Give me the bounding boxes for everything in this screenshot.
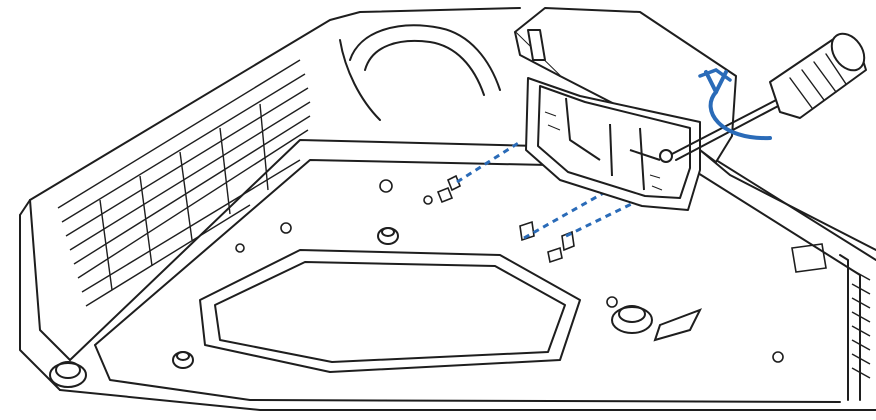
foot-icon xyxy=(49,227,703,388)
screwdriver-icon xyxy=(671,32,867,161)
rotate-arrow-icon xyxy=(698,68,772,141)
vent-grille-icon xyxy=(57,59,871,379)
lamp-cover-icon xyxy=(514,7,737,211)
mounting-holes xyxy=(235,174,827,363)
projector-body-icon xyxy=(19,7,876,411)
